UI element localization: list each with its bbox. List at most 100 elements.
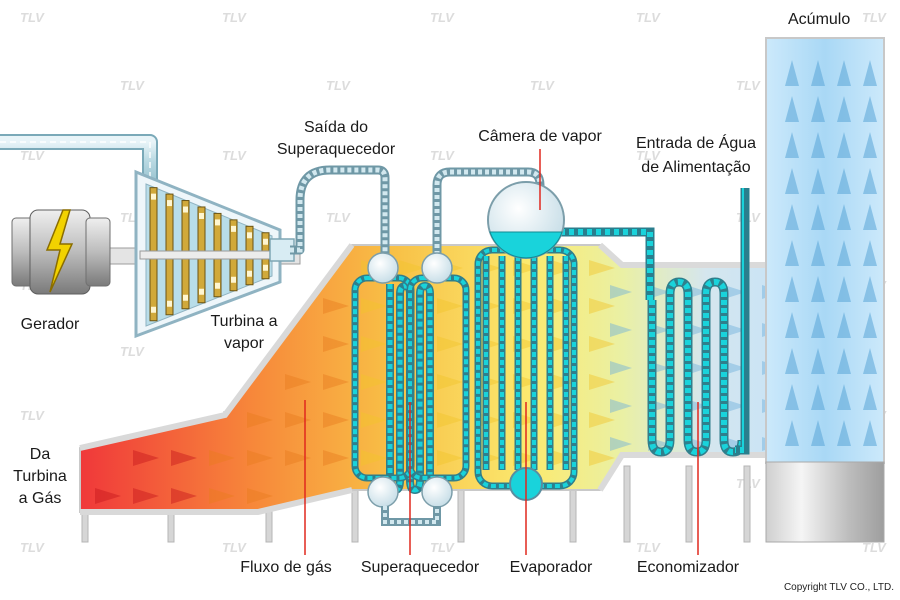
watermark-text: TLV [120,78,145,93]
turbine-blade [231,276,236,283]
gas-flow-arrow [724,285,746,299]
exhaust-stack [765,37,885,543]
gas-flow-arrow [589,298,615,314]
stack-flow-arrow [811,240,825,266]
stack-flow-arrow [785,204,799,230]
stack-flow-arrow [785,312,799,338]
label-gerador: Gerador [21,316,80,333]
generator [11,209,301,295]
gas-flow-arrow [209,450,235,466]
gas-flow-arrow [133,450,159,466]
watermark-text: TLV [222,148,247,163]
stack-flow-arrow [837,60,851,86]
turbine-blade [215,282,220,289]
stack-flow-arrow [863,312,877,338]
stack-flow-arrow [863,348,877,374]
gas-flow-arrow [285,374,311,390]
turbine-blade [151,193,156,200]
gas-flow-arrow [589,260,615,276]
economizer-tube [647,277,747,457]
gas-flow-arrow [323,374,349,390]
watermark-text: TLV [20,10,45,25]
gas-flow-arrow [589,450,615,466]
copyright-text: Copyright TLV CO., LTD. [784,582,894,593]
gas-flow-arrow [361,374,387,390]
watermark-text: TLV [430,148,455,163]
label-evaporador: Evaporador [510,559,593,576]
stack-flow-arrow [785,348,799,374]
gas-flow-arrow [323,412,349,428]
stack-flow-arrow [811,132,825,158]
stack-flow-arrow [811,384,825,410]
turbine-blade [231,225,236,232]
stack-flow-arrow [837,168,851,194]
stack-flow-arrow [837,312,851,338]
gas-flow-arrow [209,488,235,504]
stack-flow-arrow [863,384,877,410]
gas-flow-arrow [361,298,387,314]
turbine-blade [151,306,156,313]
stack-flow-arrow [863,240,877,266]
turbine-blade [215,219,220,226]
gas-flow-arrow [610,399,632,413]
stack-flow-arrow [863,204,877,230]
watermark-text: TLV [120,344,145,359]
leader-lines [304,149,699,555]
gas-flow-arrow [247,488,273,504]
stack-flow-arrow [837,348,851,374]
watermark-text: TLV [862,10,887,25]
label-acumulo: Acúmulo [788,11,850,28]
gas-flow-arrow [724,323,746,337]
labels: Acúmulo Saída do Superaquecedor Câmera d… [13,11,894,593]
lightning-bolt-icon [45,209,74,293]
label-economizador: Economizador [637,559,740,576]
label-da-line3: a Gás [19,490,62,507]
stack-flow-arrow [863,276,877,302]
watermark-text: TLV [636,10,661,25]
gas-flow-arrow [323,450,349,466]
label-fluxo: Fluxo de gás [240,559,332,576]
gas-flow-arrow [285,450,311,466]
watermark-text: TLV [20,540,45,555]
main-steam-pipe [0,134,158,180]
stack-flow-arrow [837,96,851,122]
gas-flow-arrow [133,488,159,504]
gas-flow-arrow [724,361,746,375]
turbine-blade [247,270,252,277]
watermark-text: TLV [430,10,455,25]
label-saida-line2: Superaquecedor [277,141,396,158]
gas-flow-arrow [610,323,632,337]
turbine-blade [167,200,172,207]
watermark-text: TLV [736,78,761,93]
label-entrada-line1: Entrada de Água [636,133,756,152]
label-turbina-line2: vapor [224,335,265,352]
watermark-text: TLV [530,78,555,93]
feedwater-pipe [560,188,750,455]
turbine-shaft [139,250,281,260]
stack-flow-arrow [837,276,851,302]
stack-flow-arrow [811,348,825,374]
economizer-coils [647,277,747,457]
stack-flow-arrow [785,60,799,86]
stack-flow-arrow [811,60,825,86]
watermark-text: TLV [20,148,45,163]
watermark-text: TLV [862,540,887,555]
stack-flow-arrow [837,132,851,158]
stack-flow-arrow [785,132,799,158]
gas-flow-arrow [437,336,463,352]
watermark-text: TLV [222,10,247,25]
watermark-text: TLV [636,540,661,555]
gas-flow-arrow [247,450,273,466]
stack-flow-arrow [837,204,851,230]
steam-drum [487,181,565,259]
stack-flow-arrow [811,168,825,194]
turbine-blade [183,206,188,213]
stack-flow-arrow [863,96,877,122]
gas-flow-arrow [323,336,349,352]
turbine-blade [183,294,188,301]
turbine-blade [263,238,268,245]
label-da-line1: Da [30,446,51,463]
gas-flow-arrow [437,412,463,428]
gas-flow-arrow [361,412,387,428]
